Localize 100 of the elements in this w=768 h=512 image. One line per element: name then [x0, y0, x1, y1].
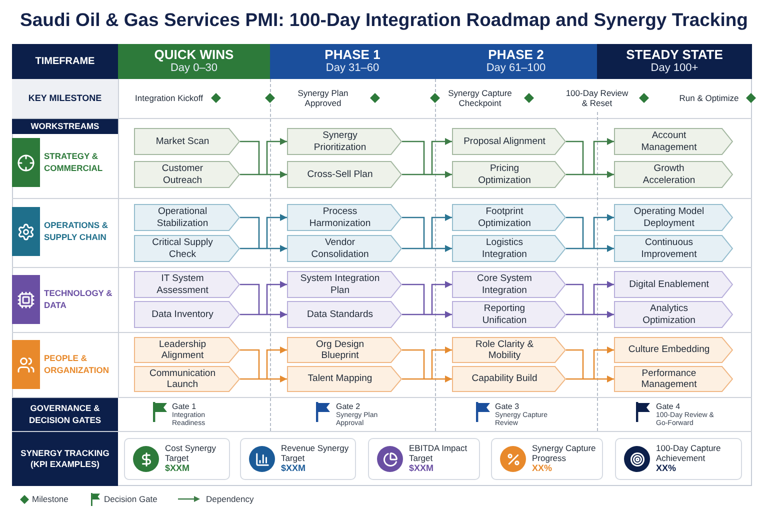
dependency-line: [566, 314, 583, 316]
row-header: GOVERNANCE & DECISION GATES: [12, 398, 118, 431]
phase-days: Day 100+: [650, 62, 698, 76]
dependency-line: [566, 216, 584, 248]
task-step: Vendor Consolidation: [287, 235, 402, 262]
dependency-arrow: [267, 171, 287, 178]
section-header: WORKSTREAMS: [12, 119, 118, 134]
dependency-arrow: [593, 281, 614, 314]
dependency-line: [240, 378, 259, 380]
dependency-line: [259, 174, 267, 176]
task-step: Performance Management: [614, 366, 733, 392]
task-step: Capability Build: [452, 366, 566, 392]
dependency-line: [240, 174, 259, 176]
gate-title: Gate 2: [336, 402, 360, 411]
dependency-line: [583, 174, 594, 176]
workstream-label: STRATEGY & COMMERCIAL: [44, 151, 104, 174]
row-header: KEY MILESTONE: [12, 79, 118, 118]
dependency-arrow: [267, 245, 287, 252]
kpi-title: EBITDA Impact Target: [409, 442, 468, 464]
task-step: Talent Mapping: [287, 366, 402, 392]
dependency-line: [240, 248, 259, 250]
legend-label: Milestone: [32, 493, 68, 505]
kpi-title: Revenue Synergy Target: [281, 442, 350, 464]
task-step: Pricing Optimization: [452, 161, 566, 188]
task-step: Role Clarity & Mobility: [452, 337, 566, 363]
task-step: Critical Supply Check: [134, 235, 240, 262]
kpi-card: [491, 438, 603, 480]
dependency-line: [402, 378, 424, 380]
dependency-arrow: [432, 171, 452, 178]
task-step: Continuous Improvement: [614, 235, 733, 262]
dependency-arrow: [431, 346, 452, 379]
dependency-arrow: [266, 281, 287, 314]
task-step: Account Management: [614, 128, 733, 155]
dependency-arrow: [593, 214, 614, 248]
phase-title: STEADY STATE: [626, 46, 723, 62]
dependency-line: [566, 174, 583, 176]
task-step: Synergy Prioritization: [287, 128, 402, 155]
task-step: Digital Enablement: [614, 271, 733, 298]
dependency-line: [566, 140, 584, 174]
dependency-line: [424, 314, 432, 316]
phase-title: QUICK WINS: [154, 46, 234, 62]
phase-header: [118, 44, 270, 79]
dependency-line: [583, 248, 594, 250]
workstream-label: PEOPLE & ORGANIZATION: [44, 353, 110, 376]
task-step: Proposal Alignment: [452, 128, 566, 155]
dependency-line: [259, 378, 267, 380]
dependency-line: [402, 349, 425, 379]
task-step: Data Inventory: [134, 301, 240, 328]
task-step: IT System Assessment: [134, 271, 240, 298]
milestone-label: Run & Optimize: [679, 92, 739, 104]
dependency-line: [240, 284, 260, 314]
dependency-arrow: [266, 214, 287, 248]
kpi-title: 100-Day Capture Achievement: [656, 442, 722, 464]
kpi-value: $XXM: [281, 463, 306, 476]
task-step: Reporting Unification: [452, 301, 566, 328]
task-step: Cross-Sell Plan: [287, 161, 402, 188]
dependency-arrow: [266, 138, 287, 174]
milestone-label: 100-Day Review & Reset: [564, 88, 630, 108]
dependency-line: [402, 248, 424, 250]
phase-title: PHASE 2: [488, 46, 544, 62]
dependency-line: [402, 216, 425, 248]
kpi-card: [240, 438, 356, 480]
legend-label: Decision Gate: [104, 493, 158, 505]
dependency-line: [566, 378, 583, 380]
dependency-line: [402, 314, 424, 316]
task-step: Logistics Integration: [452, 235, 566, 262]
kpi-value: XX%: [656, 463, 676, 476]
dependency-line: [240, 314, 259, 316]
task-step: Org Design Blueprint: [287, 337, 402, 363]
dependency-arrow: [594, 311, 614, 318]
task-step: Data Standards: [287, 301, 402, 328]
dependency-arrow: [431, 214, 452, 248]
dependency-line: [259, 248, 267, 250]
gate-title: Gate 3: [495, 402, 520, 411]
task-step: Process Harmonization: [287, 204, 402, 231]
workstream-label: TECHNOLOGY & DATA: [44, 288, 114, 311]
kpi-value: XX%: [532, 463, 552, 476]
task-step: Communication Launch: [134, 366, 240, 392]
phase-days: Day 61–100: [486, 62, 546, 76]
dependency-line: [240, 216, 260, 248]
task-step: Leadership Alignment: [134, 337, 240, 363]
dependency-line: [583, 378, 594, 380]
row-header: SYNERGY TRACKING (KPI EXAMPLES): [12, 432, 118, 486]
dependency-arrow: [267, 311, 287, 318]
task-step: Footprint Optimization: [452, 204, 566, 231]
dependency-arrow: [266, 346, 287, 379]
dependency-line: [424, 248, 432, 250]
task-step: Market Scan: [134, 128, 240, 155]
gate-title: Gate 1: [172, 402, 196, 411]
milestone-label: Synergy Capture Checkpoint: [447, 88, 513, 108]
dependency-arrow: [594, 376, 614, 382]
dependency-arrow: [431, 281, 452, 314]
task-step: Culture Embedding: [614, 337, 733, 363]
kpi-value: $XXM: [165, 463, 190, 476]
kpi-value: $XXM: [409, 463, 434, 476]
dependency-line: [566, 349, 584, 379]
milestone-label: Synergy Plan Approved: [296, 88, 350, 108]
dependency-line: [566, 248, 583, 250]
diagram-title: Saudi Oil & Gas Services PMI: 100-Day Integration Roadmap and Synergy Tracking: [20, 8, 748, 32]
gate-title: Gate 4: [656, 402, 680, 411]
